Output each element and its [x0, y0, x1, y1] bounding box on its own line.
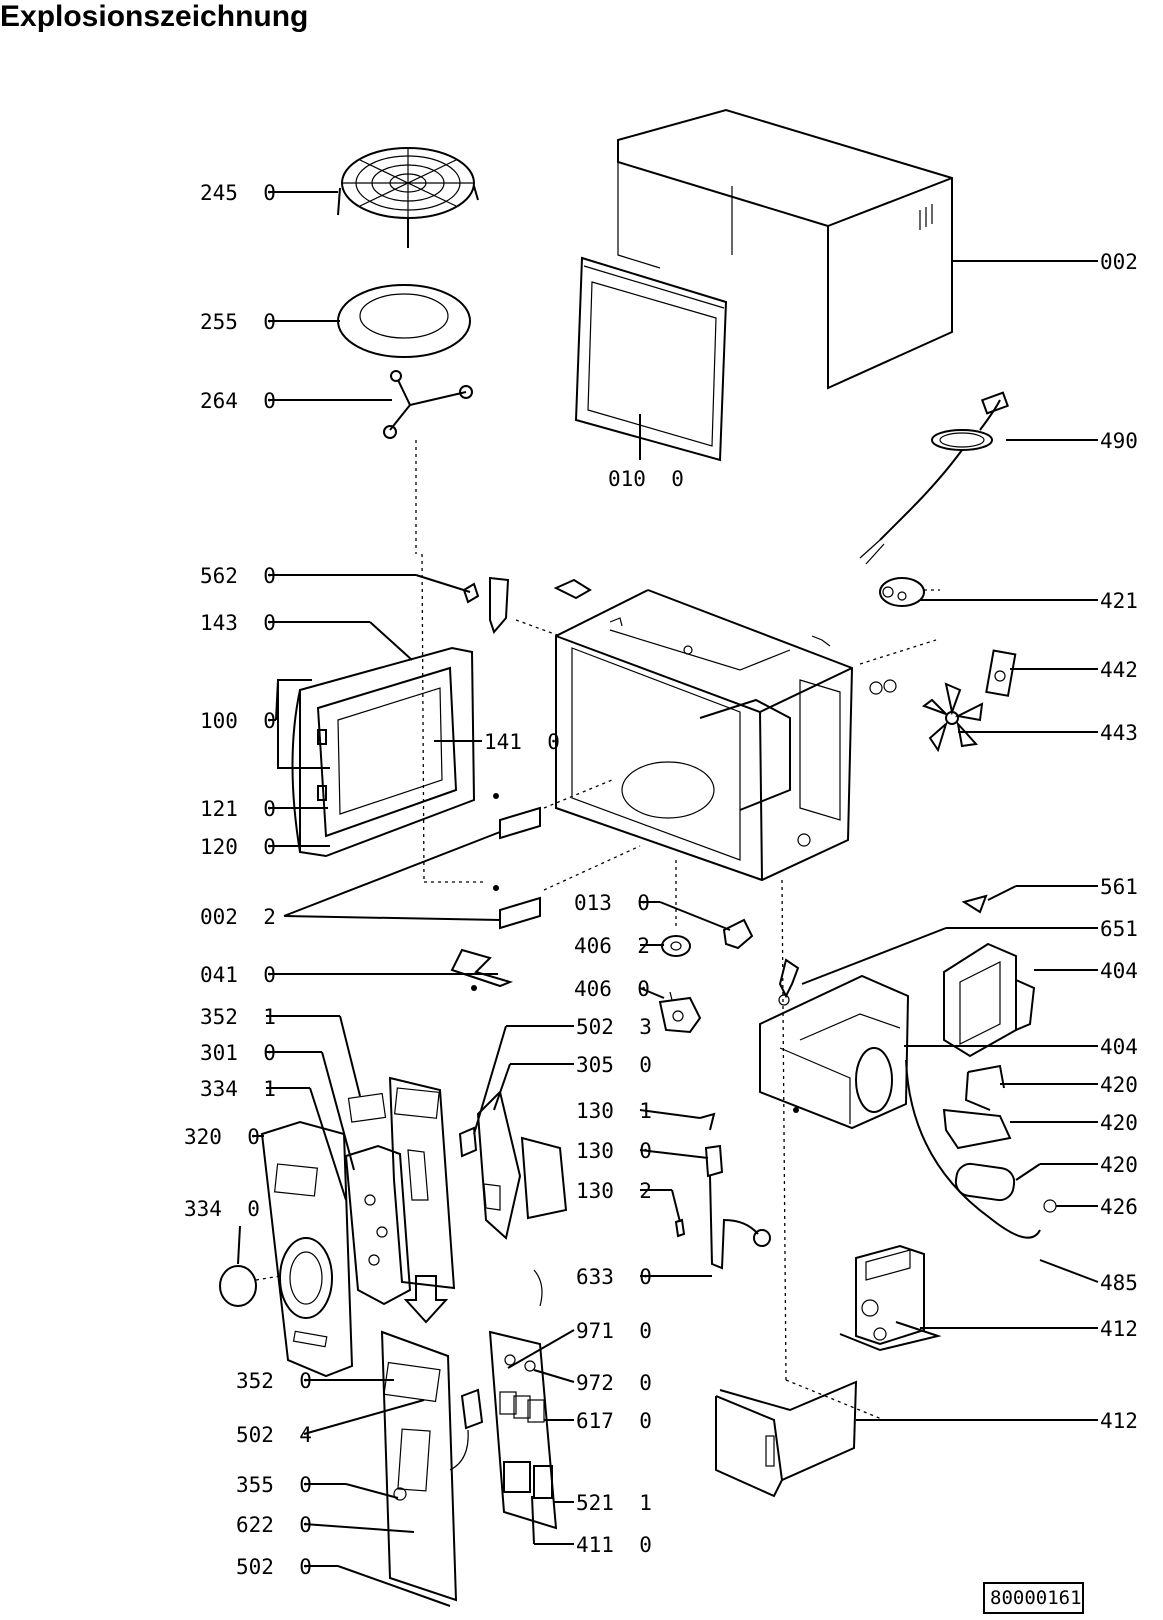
display-pcb-drawing — [388, 1076, 456, 1290]
callout-633-0: 633 0 — [576, 1265, 652, 1289]
turntable-plate-drawing — [337, 284, 471, 358]
callout-010-0: 010 0 — [608, 467, 684, 491]
callout-562-0: 562 0 — [200, 564, 276, 588]
callout-406-0: 406 0 — [574, 977, 650, 1001]
callout-334-1: 334 1 — [200, 1077, 276, 1101]
door-assembly-drawing — [291, 646, 476, 858]
callout-labels: 245 0 255 0 264 0 010 0 002 0 490 0 562 … — [184, 181, 1163, 1579]
callout-411-0: 411 0 — [576, 1533, 652, 1557]
callout-442-0: 442 0 — [1100, 658, 1163, 682]
callout-972-0: 972 0 — [576, 1371, 652, 1395]
callout-301-0: 301 0 — [200, 1041, 276, 1065]
hinge-bracket-drawing — [493, 793, 541, 930]
callout-406-2: 406 2 — [574, 934, 650, 958]
document-number: 80000161 — [990, 1587, 1082, 1609]
callout-485-0: 485 0 — [1100, 1271, 1163, 1295]
callout-013-0: 013 0 — [574, 891, 650, 915]
latch-parts-drawing — [462, 576, 831, 647]
callout-120-0: 120 0 — [200, 835, 276, 859]
callout-443-0: 443 0 — [1100, 721, 1163, 745]
callout-305-0: 305 0 — [576, 1053, 652, 1077]
callout-490-0: 490 0 — [1100, 429, 1163, 453]
interlock-switch-drawing — [674, 1112, 771, 1270]
callout-320-0: 320 0 — [184, 1125, 260, 1149]
part-drawings — [219, 108, 1057, 1602]
capacitor-bracket-drawing — [905, 1059, 1057, 1239]
magnetron-drawing — [759, 942, 1036, 1130]
callout-404-2: 404 2 — [1100, 1035, 1163, 1059]
callout-245-0: 245 0 — [200, 181, 276, 205]
main-pcb-drawing — [380, 1330, 484, 1602]
grill-rack-drawing — [337, 147, 479, 248]
fan-blade-drawing — [869, 679, 984, 753]
callout-521-1: 521 1 — [576, 1491, 652, 1515]
power-pcb-drawing — [488, 1330, 558, 1530]
relay-pcb-305-drawing — [458, 1090, 568, 1307]
callout-502-4: 502 4 — [236, 1423, 312, 1447]
callout-412-1: 412 1 — [1100, 1409, 1163, 1433]
callout-420-1: 420 1 — [1100, 1073, 1163, 1097]
callout-622-0: 622 0 — [236, 1513, 312, 1537]
callout-352-1: 352 1 — [200, 1005, 276, 1029]
callout-502-3: 502 3 — [576, 1015, 652, 1039]
callout-651-0: 651 0 — [1100, 917, 1163, 941]
callout-264-0: 264 0 — [200, 389, 276, 413]
callout-141-0: 141 0 — [484, 730, 560, 754]
callout-130-2: 130 2 — [576, 1179, 652, 1203]
document-number-box: 80000161 — [983, 1582, 1084, 1614]
leader-lines — [237, 191, 1099, 1607]
callout-404-0: 404 0 — [1100, 959, 1163, 983]
power-cord-drawing — [859, 391, 1010, 565]
callout-255-0: 255 0 — [200, 310, 276, 334]
roller-support-drawing — [383, 370, 473, 439]
callout-426-0: 426 0 — [1100, 1195, 1163, 1219]
transformer-drawing — [839, 1244, 942, 1352]
fan-motor-drawing — [985, 649, 1017, 697]
callout-355-0: 355 0 — [236, 1473, 312, 1497]
callout-334-0: 334 0 — [184, 1197, 260, 1221]
callout-561-0: 561 0 — [1100, 875, 1163, 899]
callout-002-2: 002 2 — [200, 905, 276, 929]
callout-420-0: 420 0 — [1100, 1153, 1163, 1177]
callout-041-0: 041 0 — [200, 963, 276, 987]
transformer-cover-drawing — [715, 1380, 858, 1498]
turntable-motor-drawing — [658, 918, 754, 1034]
front-frame-drawing — [574, 256, 728, 462]
thermal-fuse-drawing — [961, 894, 988, 914]
assembly-arrow-drawing — [403, 1275, 449, 1324]
callout-121-0: 121 0 — [200, 797, 276, 821]
capacitor-421-drawing — [879, 577, 940, 607]
cavity-chassis-drawing — [555, 589, 854, 882]
callout-971-0: 971 0 — [576, 1319, 652, 1343]
callout-412-0: 412 0 — [1100, 1317, 1163, 1341]
callout-617-0: 617 0 — [576, 1409, 652, 1433]
callout-100-0: 100 0 — [200, 709, 276, 733]
callout-130-0: 130 0 — [576, 1139, 652, 1163]
callout-352-0: 352 0 — [236, 1369, 312, 1393]
outer-casing-drawing — [617, 108, 953, 390]
callout-420-2: 420 2 — [1100, 1111, 1163, 1135]
bracket-041-drawing — [450, 948, 514, 991]
callout-421-0: 421 0 — [1100, 589, 1163, 613]
page-title: Explosionszeichnung — [0, 0, 309, 33]
callout-002-0: 002 0 — [1100, 250, 1163, 274]
control-panel-drawing — [219, 1120, 354, 1378]
callout-502-0: 502 0 — [236, 1555, 312, 1579]
keypad-drawing — [344, 1092, 412, 1306]
callout-143-0: 143 0 — [200, 611, 276, 635]
callout-130-1: 130 1 — [576, 1099, 652, 1123]
